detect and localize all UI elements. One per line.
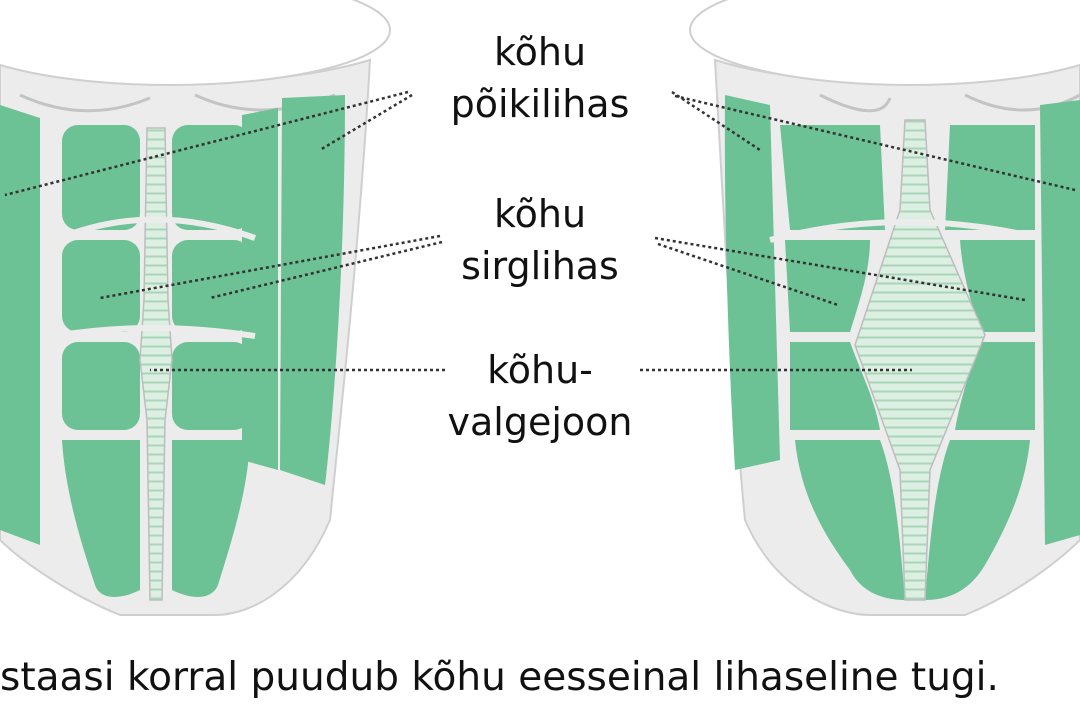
label-transverse-line2: põikilihas [450, 82, 630, 126]
label-rectus-line2: sirglihas [461, 244, 619, 288]
normal-abdomen-torso [0, 0, 391, 616]
label-linea-alba: kõhu- valgejoon [420, 344, 660, 448]
label-rectus-abdominis: kõhu sirglihas [420, 188, 660, 292]
leader-rectus-right-1 [654, 236, 1026, 302]
leader-rectus-right-2 [657, 242, 839, 307]
label-transverse-line1: kõhu [493, 30, 587, 74]
caption-text: staasi korral puudub kõhu eesseinal liha… [0, 655, 999, 700]
label-transverse-abdominis: kõhu põikilihas [420, 26, 660, 130]
label-linea-alba-line2: valgejoon [447, 400, 633, 444]
leader-rectus-left-2 [209, 240, 443, 300]
leader-transverse-right-2 [674, 94, 1076, 192]
leader-rectus-left-1 [99, 234, 441, 300]
label-rectus-line1: kõhu [493, 192, 587, 236]
label-linea-alba-line1: kõhu- [487, 348, 593, 392]
diastasis-abdomen-torso [689, 0, 1080, 616]
leader-lines [4, 90, 1076, 372]
